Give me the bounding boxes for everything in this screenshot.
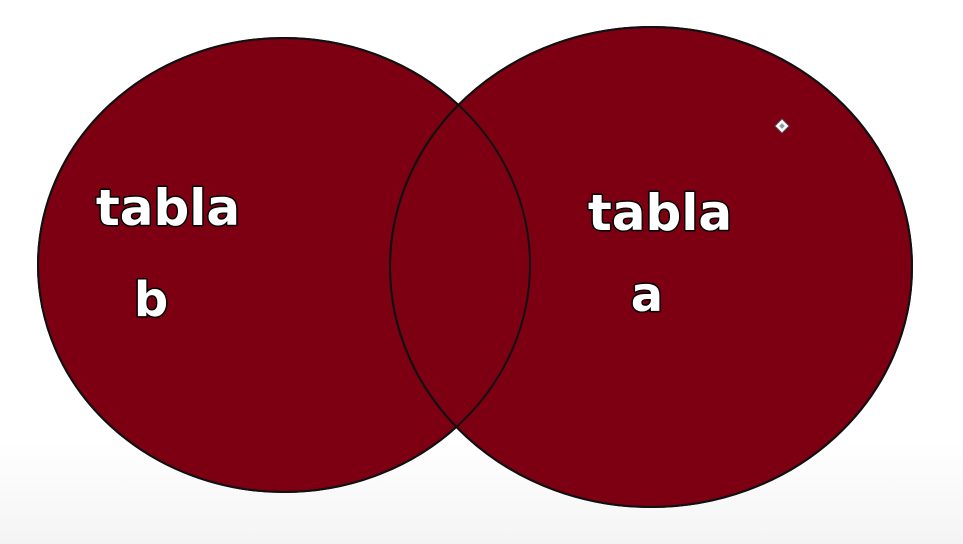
set-b-outline [37, 37, 531, 493]
set-b-label-line1: tabla [96, 179, 240, 237]
set-a-outline [389, 26, 913, 508]
set-a-label-line2: a [631, 267, 663, 323]
set-a-label-line1: tabla [588, 184, 732, 242]
set-b-label-line2: b [134, 272, 168, 328]
mouse-pointer-icon [774, 118, 790, 134]
